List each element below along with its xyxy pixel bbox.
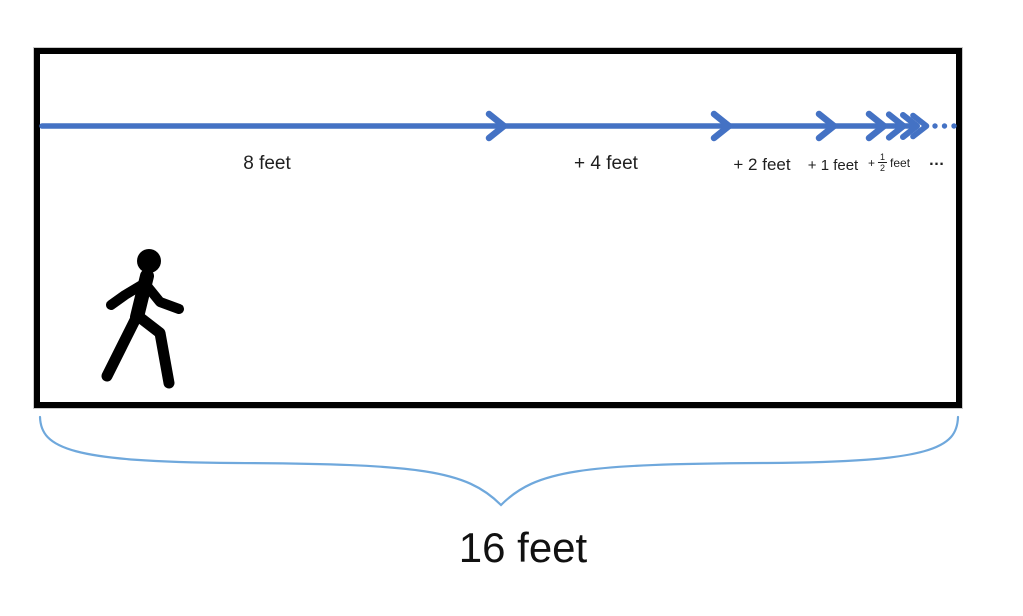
one-half-fraction: 1 2	[877, 152, 888, 174]
fraction-denominator: 2	[879, 163, 886, 174]
half-feet-unit: feet	[890, 155, 911, 170]
fraction-numerator: 1	[877, 152, 888, 164]
walking-person-figure	[101, 249, 184, 389]
curly-brace-icon	[38, 415, 960, 507]
walking-person-icon	[101, 249, 184, 389]
segment-label-8-feet: 8 feet	[243, 153, 291, 174]
room-rectangle	[34, 48, 962, 408]
segment-label-half-feet: + 1 2 feet	[867, 152, 911, 174]
segment-label-2-feet: + 2 feet	[733, 155, 791, 174]
segment-label-4-feet: + 4 feet	[574, 153, 638, 174]
segment-label-1-feet: + 1 feet	[807, 157, 859, 174]
total-distance-label: 16 feet	[458, 524, 588, 571]
half-feet-plus-sign: +	[867, 155, 875, 170]
ellipsis-label: …	[928, 152, 946, 169]
